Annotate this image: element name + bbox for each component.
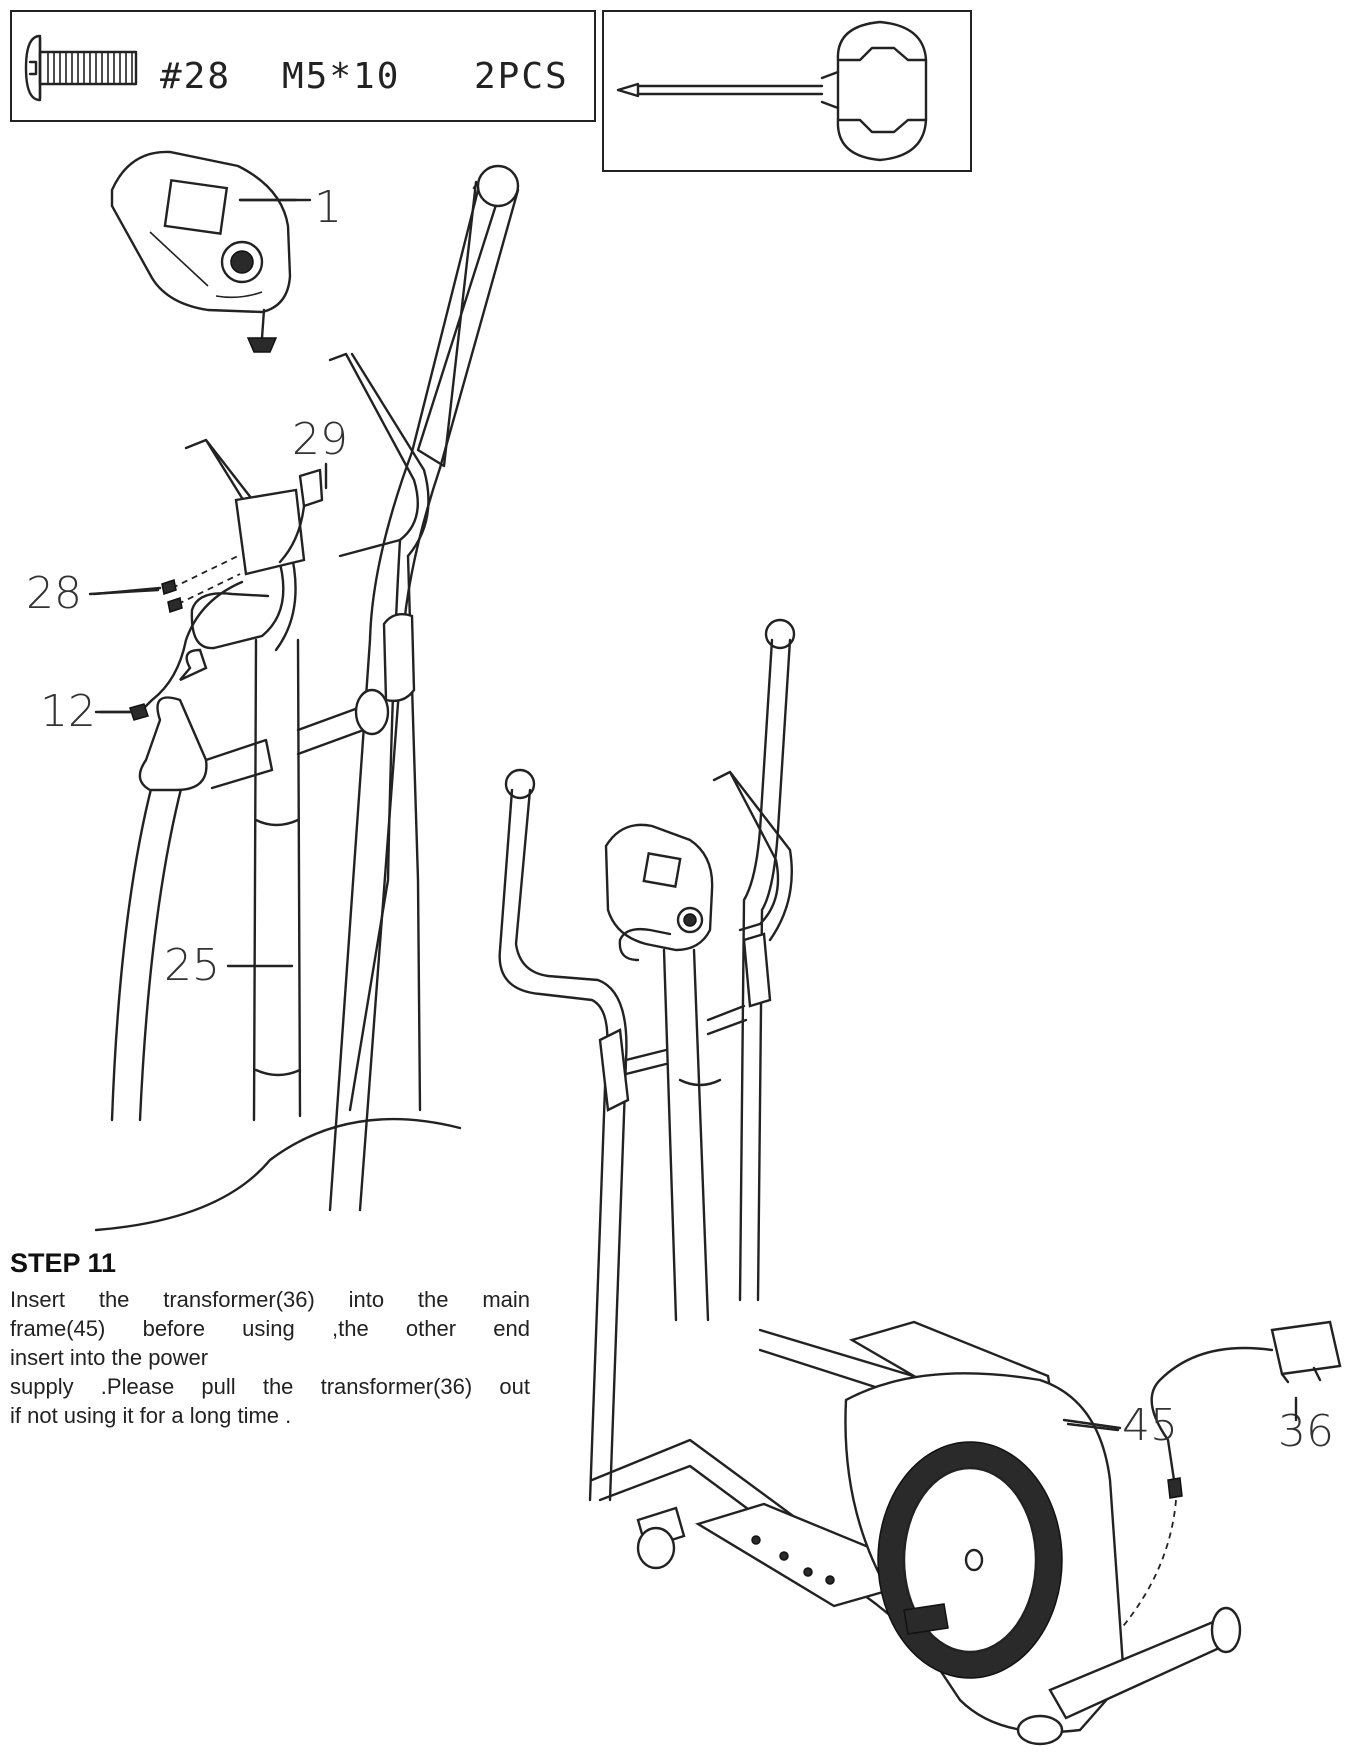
callout-29: 29 xyxy=(292,414,348,465)
hardware-quantity: 2PCS xyxy=(474,56,569,97)
frame-closeup xyxy=(92,164,520,1232)
allen-key-icon xyxy=(616,20,928,162)
step-line-5: if not using it for a long time . xyxy=(10,1403,292,1428)
callout-25: 25 xyxy=(164,940,220,991)
callout-45: 45 xyxy=(1122,1400,1178,1451)
hardware-spec: M5*10 xyxy=(282,56,401,97)
screw-icon xyxy=(24,34,138,102)
step-title: STEP 11 xyxy=(10,1248,117,1278)
elliptical-machine xyxy=(498,618,1342,1746)
hardware-part-number: #28 xyxy=(160,56,232,97)
step-line-2: frame(45) before using ,the other end xyxy=(10,1316,530,1341)
console-part xyxy=(110,150,312,353)
step-line-3: insert into the power xyxy=(10,1345,209,1370)
callout-12: 12 xyxy=(40,686,96,737)
step-instructions: STEP 11 Insert the transformer(36) into … xyxy=(10,1248,530,1430)
callout-28: 28 xyxy=(26,568,82,619)
step-line-1: Insert the transformer(36) into the main xyxy=(10,1287,530,1312)
tool-box xyxy=(602,10,972,172)
hardware-box: #28 M5*10 2PCS xyxy=(10,10,596,122)
callout-1: 1 xyxy=(314,182,342,233)
step-line-4: supply .Please pull the transformer(36) … xyxy=(10,1374,530,1399)
step-body: Insert the transformer(36) into the main… xyxy=(10,1285,530,1430)
callout-36: 36 xyxy=(1278,1406,1334,1457)
